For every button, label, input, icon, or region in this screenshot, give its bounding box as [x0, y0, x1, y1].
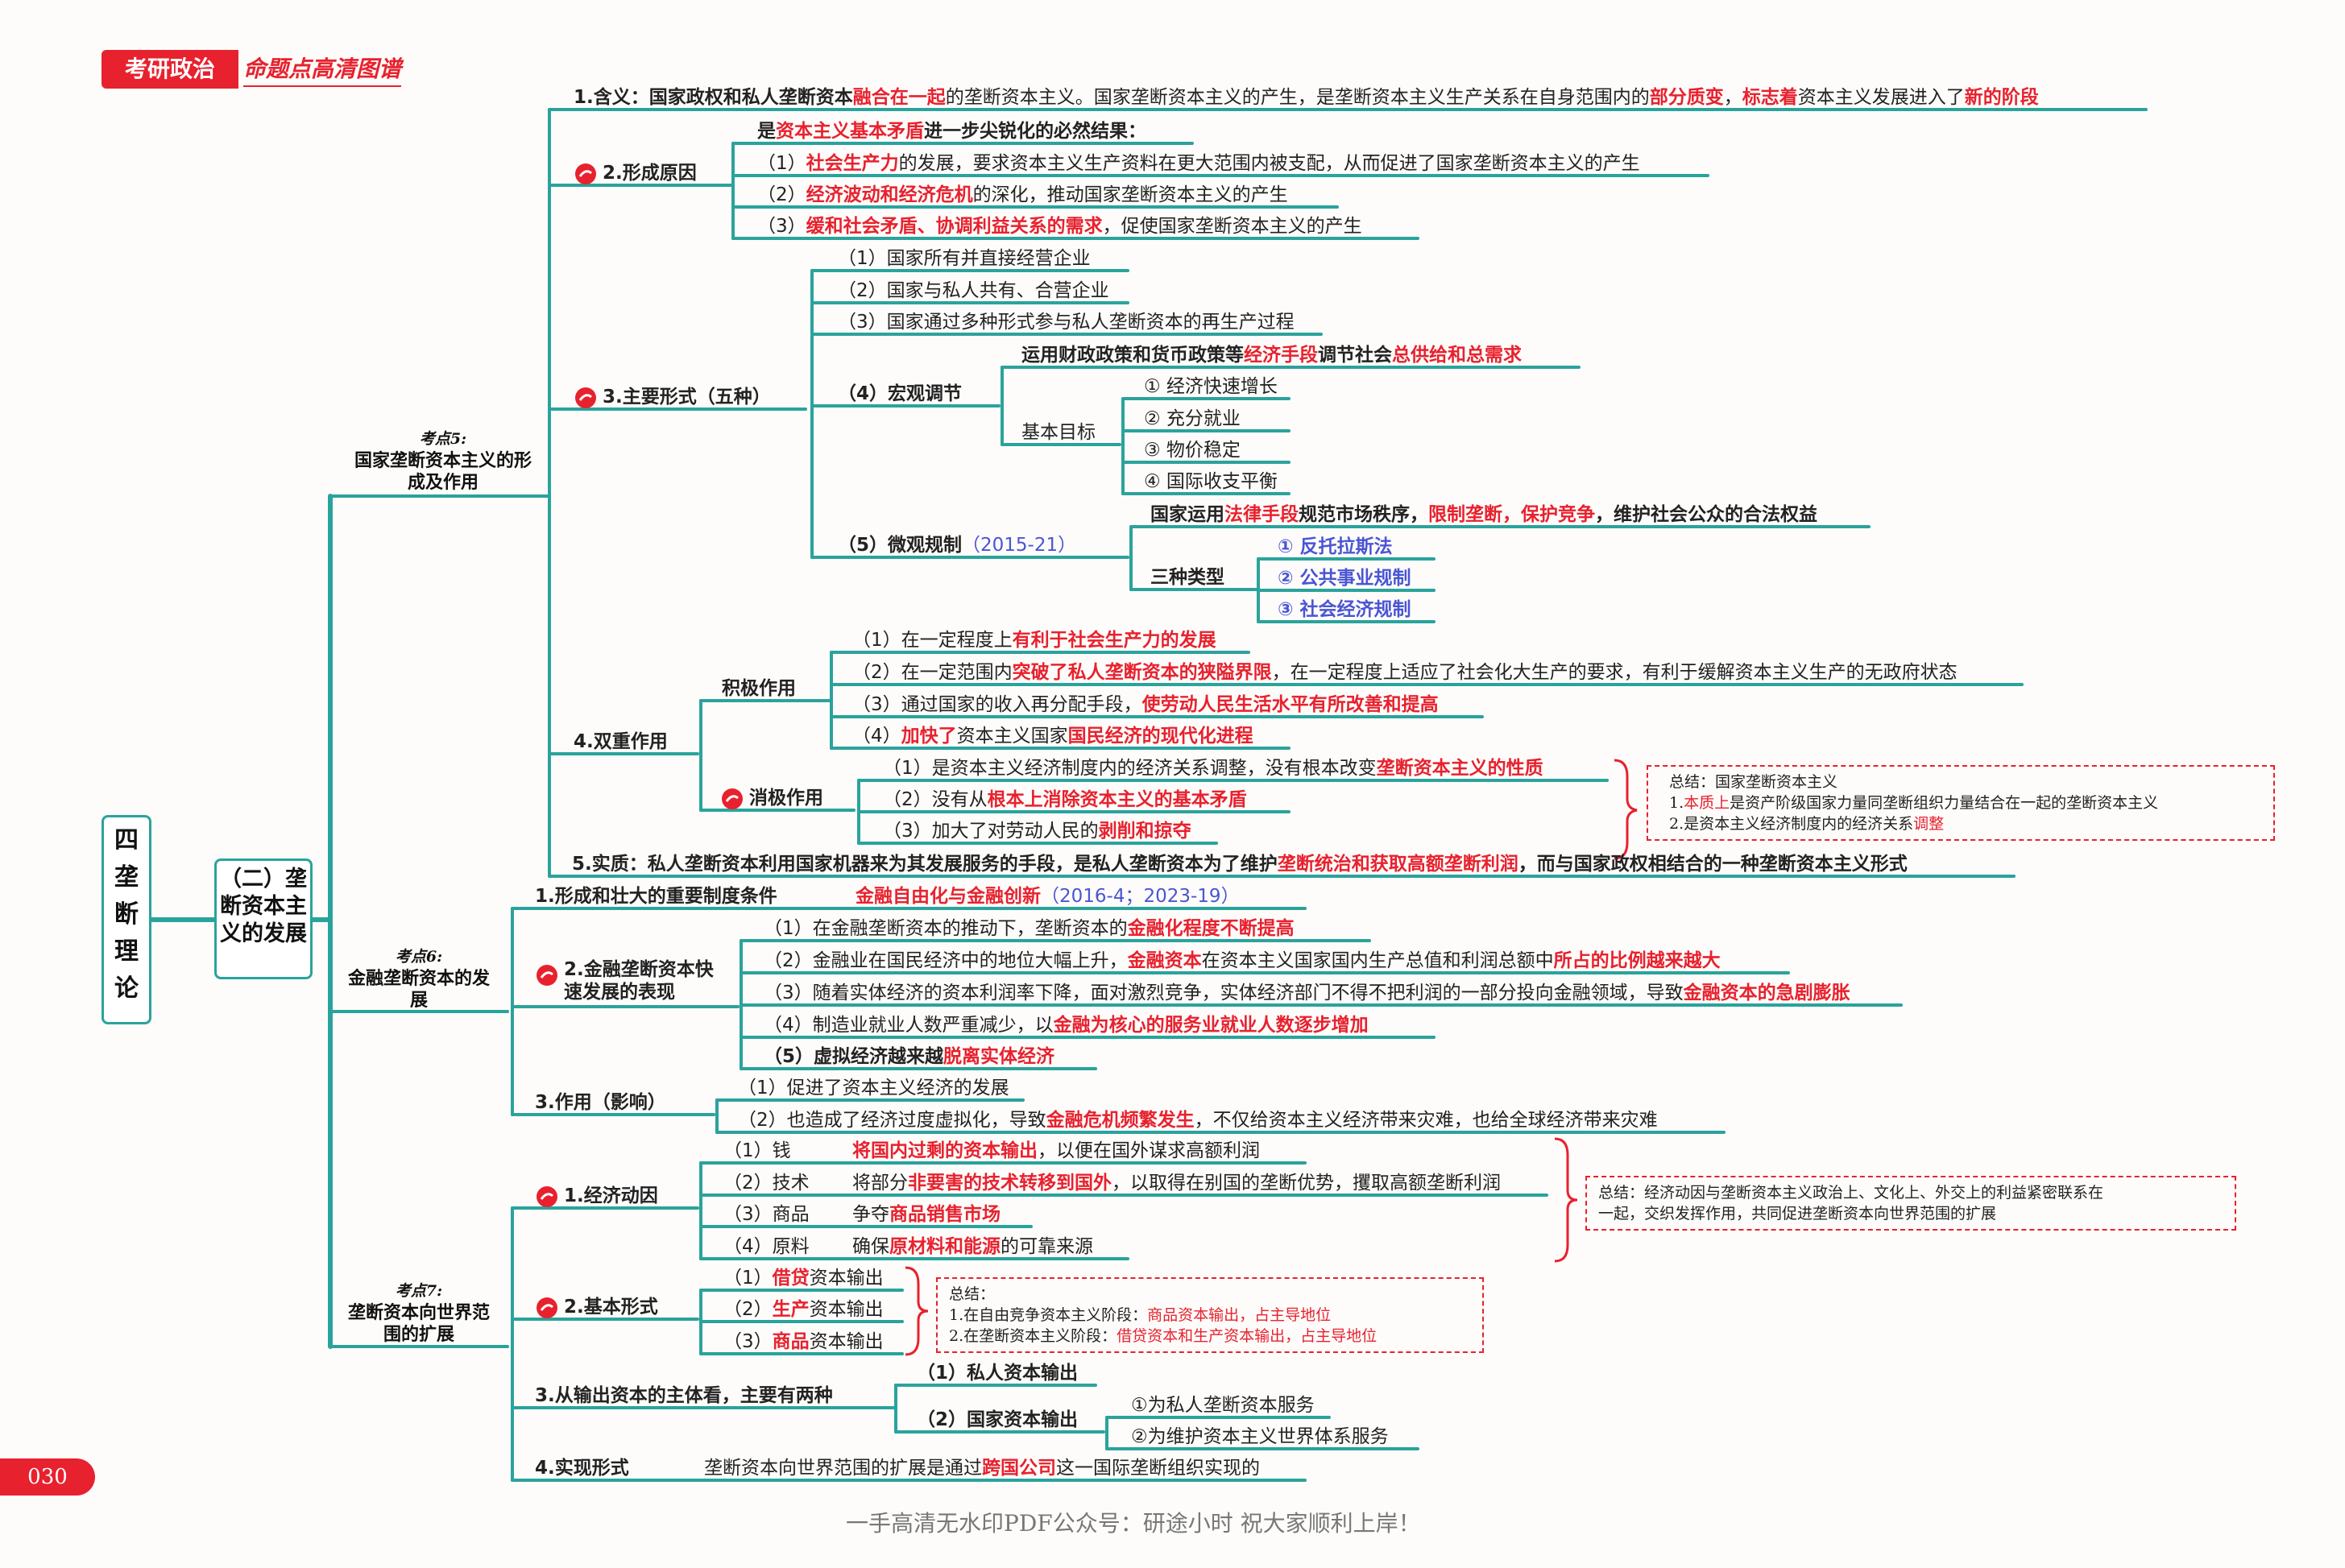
- topic-5-title: 国家垄断资本主义的形成及作用: [354, 451, 532, 493]
- k5-neg-2: （2）没有从根本上消除资本主义的基本矛盾: [883, 789, 1247, 810]
- k7-motive-3: 争夺商品销售市场: [852, 1204, 1001, 1225]
- brand-tag: 考研政治: [102, 50, 238, 89]
- k5-forms-label: 3.主要形式（五种）: [574, 385, 771, 410]
- k5-type-2: ② 公共事业规制: [1278, 568, 1411, 589]
- k6-cond-value: 金融自由化与金融创新（2016-4；2023-19）: [856, 886, 1240, 907]
- hot-point-icon: [537, 1297, 557, 1318]
- k5-meaning: 1.含义：国家政权和私人垄断资本融合在一起的垄断资本主义。国家垄断资本主义的产生…: [574, 87, 2039, 108]
- root-label: 四 垄断理论: [114, 826, 139, 1003]
- k6-effect-2: （2）也造成了经济过度虚拟化，导致金融危机频繁发生，不仅给资本主义经济带来灾难，…: [738, 1110, 1658, 1131]
- k5-dual-summary: 总结：国家垄断资本主义 1.本质上是资产阶级国家力量同垄断组织力量结合在一起的垄…: [1647, 765, 2275, 841]
- k5-cause-3: （3）缓和社会矛盾、协调利益关系的需求，促使国家垄断资本主义的产生: [757, 216, 1362, 237]
- k5-form-5-types-label: 三种类型: [1150, 567, 1224, 588]
- k5-cause-1: （1）社会生产力的发展，要求资本主义生产资料在更大范围内被支配，从而促进了国家垄…: [757, 153, 1640, 174]
- k7-motive-2-key: （2）技术: [723, 1173, 810, 1194]
- k7-realize-label: 4.实现形式: [535, 1458, 629, 1479]
- brand-subtitle: 命题点高清图谱: [243, 53, 402, 87]
- k7-motive-4-key: （4）原料: [723, 1236, 810, 1257]
- k5-goal-4: ④ 国际收支平衡: [1144, 471, 1278, 492]
- section-label: （二）垄断资本主义的发展: [220, 867, 307, 946]
- k6-effect-1: （1）促进了资本主义经济的发展: [738, 1078, 1009, 1098]
- k7-forms-label: 2.基本形式: [535, 1295, 658, 1320]
- hot-point-icon: [722, 788, 743, 809]
- k5-neg-label: 消极作用: [720, 786, 823, 811]
- k5-goal-3: ③ 物价稳定: [1144, 440, 1241, 461]
- page-number: 030: [0, 1458, 95, 1496]
- k7-realize-value: 垄断资本向世界范围的扩展是通过跨国公司这一国际垄断组织实现的: [704, 1458, 1260, 1479]
- k6-perf-label: 2.金融垄断资本快速发展的表现: [535, 958, 722, 1003]
- k5-type-3: ③ 社会经济规制: [1278, 599, 1411, 620]
- topic-7: 考点7: 垄断资本向世界范围的扩展: [346, 1280, 491, 1346]
- topic-5: 考点5: 国家垄断资本主义的形成及作用: [354, 428, 532, 494]
- k5-goal-1: ① 经济快速增长: [1144, 376, 1278, 397]
- k7-motive-2: 将部分非要害的技术转移到国外，以取得在别国的垄断优势，攫取高额垄断利润: [852, 1173, 1501, 1194]
- k5-pos-2: （2）在一定范围内突破了私人垄断资本的狭隘界限，在一定程度上适应了社会化大生产的…: [852, 662, 1958, 683]
- k7-motive-3-key: （3）商品: [723, 1204, 810, 1225]
- hot-point-icon: [575, 387, 596, 408]
- k5-form-5-label: （5）微观规制（2015-21）: [838, 535, 1077, 556]
- hot-point-icon: [537, 1185, 557, 1207]
- hot-point-icon: [575, 163, 596, 184]
- summary-brace: [1614, 759, 1638, 860]
- k7-motive-summary: 总结：经济动因与垄断资本主义政治上、文化上、外交上的利益紧密联系在 一起，交织发…: [1585, 1176, 2236, 1231]
- k5-dual-label: 4.双重作用: [574, 731, 668, 752]
- k5-type-1: ① 反托拉斯法: [1278, 536, 1393, 557]
- k5-cause-label: 2.形成原因: [574, 161, 697, 186]
- k5-neg-3: （3）加大了对劳动人民的剥削和掠夺: [883, 821, 1191, 842]
- k5-pos-4: （4）加快了资本主义国家国民经济的现代化进程: [852, 726, 1253, 747]
- k7-motive-4: 确保原材料和能源的可靠来源: [852, 1236, 1093, 1257]
- k5-form-3: （3）国家通过多种形式参与私人垄断资本的再生产过程: [838, 312, 1295, 333]
- k7-subject-2b: ②为维护资本主义世界体系服务: [1131, 1426, 1389, 1447]
- k7-subject-label: 3.从输出资本的主体看，主要有两种: [535, 1385, 833, 1406]
- k5-neg-1: （1）是资本主义经济制度内的经济关系调整，没有根本改变垄断资本主义的性质: [883, 758, 1543, 779]
- k7-subject-1: （1）私人资本输出: [917, 1363, 1079, 1384]
- k5-cause-2: （2）经济波动和经济危机的深化，推动国家垄断资本主义的产生: [757, 184, 1288, 205]
- topic-7-title: 垄断资本向世界范围的扩展: [347, 1303, 490, 1345]
- topic-5-head: 考点5:: [419, 430, 467, 448]
- k5-essence: 5.实质：私人垄断资本利用国家机器来为其发展服务的手段，是私人垄断资本为了维护垄…: [572, 854, 1908, 875]
- footer-watermark: 一手高清无水印PDF公众号：研途小时 祝大家顺利上岸！: [846, 1510, 1421, 1537]
- k5-goal-2: ② 充分就业: [1144, 408, 1241, 429]
- k7-motive-1-key: （1）钱: [723, 1140, 791, 1161]
- hot-point-icon: [537, 965, 557, 986]
- topic-6: 考点6: 金融垄断资本的发展: [346, 946, 491, 1012]
- root-node: 四 垄断理论: [102, 815, 151, 1024]
- k5-form-4-desc: 运用财政政策和货币政策等经济手段调节社会总供给和总需求: [1021, 345, 1522, 366]
- topic-7-head: 考点7:: [395, 1282, 443, 1300]
- k7-subject-2: （2）国家资本输出: [917, 1409, 1079, 1430]
- k6-perf-5: （5）虚拟经济越来越脱离实体经济: [764, 1046, 1055, 1067]
- topic-6-head: 考点6:: [395, 948, 443, 966]
- k5-form-4-goal-label: 基本目标: [1021, 422, 1096, 443]
- k5-form-4-label: （4）宏观调节: [838, 383, 963, 404]
- k6-perf-4: （4）制造业就业人数严重减少，以金融为核心的服务业就业人数逐步增加: [764, 1015, 1369, 1036]
- summary-brace: [1554, 1137, 1578, 1263]
- k5-form-2: （2）国家与私人共有、合营企业: [838, 280, 1109, 301]
- k6-effect-label: 3.作用（影响）: [535, 1092, 666, 1113]
- k5-pos-3: （3）通过国家的收入再分配手段，使劳动人民生活水平有所改善和提高: [852, 694, 1439, 715]
- k5-pos-1: （1）在一定程度上有利于社会生产力的发展: [852, 630, 1216, 651]
- summary-brace: [905, 1266, 929, 1356]
- k5-form-1: （1）国家所有并直接经营企业: [838, 248, 1091, 269]
- k7-form-2: （2）生产资本输出: [723, 1299, 884, 1320]
- k5-pos-label: 积极作用: [722, 678, 796, 699]
- topic-6-title: 金融垄断资本的发展: [347, 969, 490, 1011]
- k7-forms-summary: 总结： 1.在自由竞争资本主义阶段：商品资本输出，占主导地位 2.在垄断资本主义…: [936, 1277, 1484, 1353]
- k7-form-1: （1）借贷资本输出: [723, 1268, 884, 1289]
- k7-motive-label: 1.经济动因: [535, 1184, 658, 1209]
- k6-perf-2: （2）金融业在国民经济中的地位大幅上升，金融资本在资本主义国家国内生产总值和利润…: [764, 950, 1721, 971]
- k6-perf-3: （3）随着实体经济的资本利润率下降，面对激烈竞争，实体经济部门不得不把利润的一部…: [764, 983, 1850, 1003]
- k5-form-5-desc: 国家运用法律手段规范市场秩序，限制垄断，保护竞争，维护社会公众的合法权益: [1150, 504, 1817, 525]
- k6-cond-label: 1.形成和壮大的重要制度条件: [535, 886, 777, 907]
- section-node: （二）垄断资本主义的发展: [214, 858, 313, 979]
- k5-cause-intro: 是资本主义基本矛盾进一步尖锐化的必然结果：: [757, 121, 1146, 142]
- k7-subject-2a: ①为私人垄断资本服务: [1131, 1395, 1315, 1416]
- k6-perf-1: （1）在金融垄断资本的推动下，垄断资本的金融化程度不断提高: [764, 918, 1295, 939]
- k7-form-3: （3）商品资本输出: [723, 1331, 884, 1352]
- k7-motive-1: 将国内过剩的资本输出，以便在国外谋求高额利润: [852, 1140, 1260, 1161]
